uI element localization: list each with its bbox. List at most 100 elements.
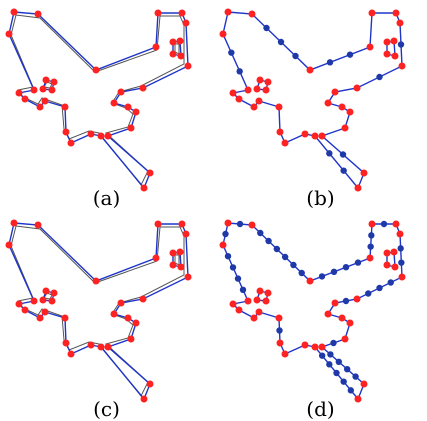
corner-vertex <box>248 221 256 229</box>
extra-vertex <box>276 327 283 334</box>
approx-outline <box>8 11 189 190</box>
corner-vertex <box>154 220 162 228</box>
corner-vertex <box>331 88 339 96</box>
corner-vertex <box>264 78 272 86</box>
extra-vertex <box>326 59 334 66</box>
corner-vertex <box>311 132 319 140</box>
corner-vertex <box>124 103 132 111</box>
extra-vertex <box>365 290 372 297</box>
extra-vertex <box>344 366 351 373</box>
corner-vertex <box>146 169 154 177</box>
corner-vertex <box>301 341 309 349</box>
corner-vertex <box>341 124 349 132</box>
caption-c: (c) <box>93 397 120 421</box>
corner-vertex <box>262 86 270 94</box>
corner-vertex <box>368 9 376 17</box>
corner-vertex <box>396 230 404 238</box>
corner-vertex <box>360 380 368 388</box>
corner-vertex <box>229 89 237 97</box>
approx-outline <box>222 222 403 401</box>
extra-vertex <box>290 261 297 269</box>
extra-vertex <box>376 73 383 81</box>
extra-vertex <box>298 269 305 277</box>
extra-vertex <box>326 150 333 157</box>
corner-vertex <box>391 263 399 271</box>
corner-vertex <box>184 273 192 281</box>
caption-d: (d) <box>306 397 335 421</box>
corner-vertex <box>353 84 361 92</box>
corner-vertex <box>132 319 140 327</box>
corner-vertex <box>178 9 186 17</box>
corner-vertex <box>169 50 177 58</box>
corner-vertex <box>169 261 177 269</box>
corner-vertex <box>92 277 100 285</box>
corner-vertex <box>281 139 289 147</box>
corner-vertex <box>41 97 49 105</box>
corner-vertex <box>224 8 232 16</box>
corner-vertex <box>5 241 13 249</box>
corner-vertex <box>15 300 23 308</box>
corner-vertex <box>50 78 58 86</box>
airplane-polygon-c <box>5 219 192 403</box>
corner-vertex <box>39 296 47 304</box>
corner-vertex <box>67 139 75 147</box>
corner-vertex <box>338 314 346 322</box>
approx-outline <box>222 11 403 190</box>
corner-vertex <box>146 380 154 388</box>
corner-vertex <box>39 85 47 93</box>
corner-vertex <box>281 350 289 358</box>
corner-vertex <box>182 230 190 238</box>
corner-vertex <box>306 66 314 74</box>
extra-vertex <box>352 373 359 380</box>
corner-vertex <box>152 43 160 51</box>
corner-vertex <box>110 99 118 107</box>
corner-vertex <box>140 395 148 403</box>
corner-vertex <box>396 19 404 27</box>
airplane-polygon-a <box>5 8 192 192</box>
extra-vertex <box>224 253 232 260</box>
extra-vertex <box>277 38 285 46</box>
corner-vertex <box>97 343 105 351</box>
extra-vertex <box>327 351 334 358</box>
corner-vertex <box>390 37 398 45</box>
extra-vertex <box>339 151 347 158</box>
corner-vertex <box>169 38 177 46</box>
airplane-polygon-b <box>219 8 406 192</box>
airplane-polygon-d <box>219 219 406 403</box>
corner-vertex <box>341 335 349 343</box>
corner-vertex <box>383 249 391 257</box>
corner-vertex <box>366 254 374 262</box>
extra-vertex <box>347 387 355 394</box>
corner-vertex <box>398 62 406 70</box>
extra-vertex <box>229 264 237 271</box>
corner-vertex <box>390 248 398 256</box>
corner-vertex <box>311 343 319 351</box>
corner-vertex <box>117 88 125 96</box>
corner-vertex <box>318 132 326 140</box>
corner-vertex <box>97 132 105 140</box>
extra-vertex <box>330 339 337 347</box>
corner-vertex <box>301 130 309 138</box>
extra-vertex <box>398 259 405 266</box>
corner-vertex <box>10 8 18 16</box>
corner-vertex <box>139 295 147 303</box>
extra-vertex <box>236 220 244 228</box>
corner-vertex <box>229 300 237 308</box>
corner-vertex <box>360 169 368 177</box>
corner-vertex <box>255 308 263 316</box>
corner-vertex <box>398 273 406 281</box>
extra-vertex <box>330 268 338 275</box>
corner-vertex <box>124 314 132 322</box>
corner-vertex <box>139 84 147 92</box>
corner-vertex <box>127 124 135 132</box>
corner-vertex <box>62 128 70 136</box>
corner-vertex <box>248 10 256 18</box>
extra-vertex <box>265 237 272 245</box>
corner-vertex <box>219 241 227 249</box>
corner-vertex <box>392 220 400 228</box>
corner-vertex <box>61 103 69 111</box>
extra-vertex <box>368 232 375 239</box>
corner-vertex <box>30 297 38 305</box>
corner-vertex <box>184 62 192 70</box>
extra-vertex <box>340 378 347 385</box>
